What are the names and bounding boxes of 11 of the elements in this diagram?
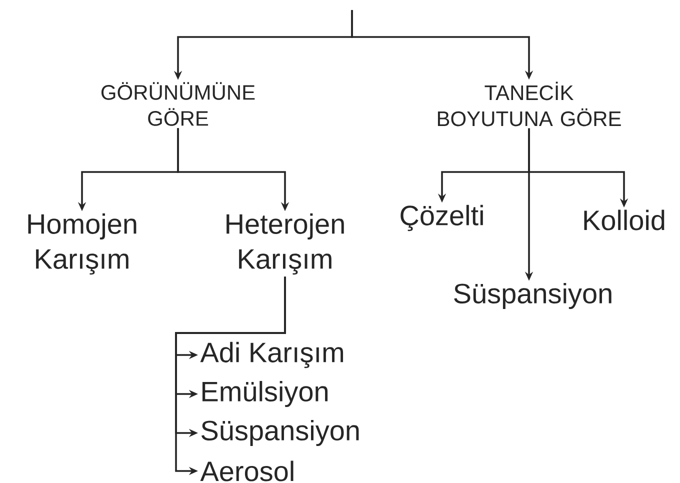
mixture-label: Kolloid [584, 210, 664, 230]
mixture-label: Homojen Karışım [28, 213, 136, 275]
category-heading: GÖRÜNÜMÜNE GÖRE [101, 82, 255, 126]
mixture-label: Süspansiyon [454, 282, 612, 310]
mixture-label: Emülsiyon [202, 380, 328, 408]
mixture-label: Heterojen Karışım [226, 213, 344, 275]
category-heading: TANECİK BOYUTUNA GÖRE [438, 82, 621, 126]
mixture-label: Aerosol [200, 460, 294, 482]
mixture-label: Süspansiyon [201, 420, 359, 446]
mixture-label: Adi Karışım [200, 342, 344, 368]
mixture-label: Çözelti [400, 204, 483, 232]
